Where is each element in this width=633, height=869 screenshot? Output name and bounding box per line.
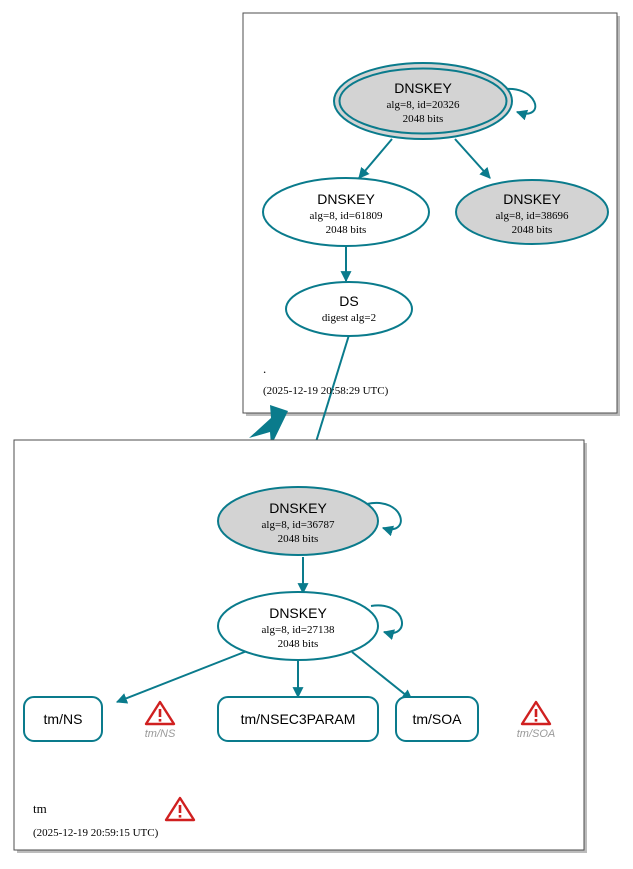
rrset-label: tm/NSEC3PARAM: [241, 711, 356, 727]
self-sign-loop-tm-zsk: [370, 604, 403, 640]
node-detail-bits: 2048 bits: [403, 113, 444, 125]
edge-tm-zsk-to-soa: [351, 651, 413, 701]
node-tm-ksk-36787-dnskey[interactable]: DNSKEY alg=8, id=36787 2048 bits: [217, 486, 379, 556]
rrset-label: tm/NS: [44, 711, 83, 727]
zone-timestamp-root: (2025-12-19 20:58:29 UTC): [263, 385, 389, 397]
trust-chain-wedge: [249, 405, 288, 446]
self-sign-loop-root-ksk: [498, 87, 537, 121]
node-detail-digest: digest alg=2: [322, 312, 376, 324]
warning-label: tm/SOA: [517, 728, 556, 740]
node-detail-bits: 2048 bits: [326, 224, 367, 236]
node-root-zsk-61809-dnskey[interactable]: DNSKEY alg=8, id=61809 2048 bits: [262, 177, 430, 247]
node-title: DNSKEY: [503, 191, 561, 207]
node-root-ksk-dnskey[interactable]: DNSKEY alg=8, id=20326 2048 bits: [333, 62, 513, 140]
self-sign-loop-tm-ksk: [366, 501, 402, 537]
node-root-ds[interactable]: DS digest alg=2: [285, 281, 413, 337]
zone-warning-tm[interactable]: [164, 796, 196, 822]
warning-tm-soa[interactable]: tm/SOA: [517, 700, 556, 740]
node-tm-zsk-27138-dnskey[interactable]: DNSKEY alg=8, id=27138 2048 bits: [217, 591, 379, 661]
zone-timestamp-tm: (2025-12-19 20:59:15 UTC): [33, 827, 159, 839]
node-detail-alg: alg=8, id=27138: [262, 624, 335, 636]
node-detail-alg: alg=8, id=38696: [496, 210, 569, 222]
node-detail-alg: alg=8, id=36787: [262, 519, 335, 531]
warning-tm-ns[interactable]: tm/NS: [145, 700, 176, 740]
edge-root-ksk-to-zsk38696: [454, 138, 491, 179]
rrset-label: tm/SOA: [412, 711, 462, 727]
node-title: DS: [339, 293, 358, 309]
node-title: DNSKEY: [394, 80, 452, 96]
node-detail-bits: 2048 bits: [512, 224, 553, 236]
node-title: DNSKEY: [269, 500, 327, 516]
node-title: DNSKEY: [317, 191, 375, 207]
rrset-tm-soa[interactable]: tm/SOA: [395, 696, 479, 742]
warning-label: tm/NS: [145, 728, 176, 740]
node-detail-bits: 2048 bits: [278, 638, 319, 650]
node-root-zsk-38696-dnskey[interactable]: DNSKEY alg=8, id=38696 2048 bits: [455, 179, 609, 245]
edge-root-ksk-to-zsk61809: [358, 138, 393, 179]
node-detail-bits: 2048 bits: [278, 533, 319, 545]
node-detail-alg: alg=8, id=61809: [310, 210, 383, 222]
rrset-tm-nsec3param[interactable]: tm/NSEC3PARAM: [217, 696, 379, 742]
zone-label-root: .: [263, 361, 266, 376]
rrset-tm-ns[interactable]: tm/NS: [23, 696, 103, 742]
node-title: DNSKEY: [269, 605, 327, 621]
node-detail-alg: alg=8, id=20326: [387, 99, 460, 111]
zone-label-tm: tm: [33, 801, 47, 816]
edge-tm-zsk-to-ns: [115, 650, 248, 704]
